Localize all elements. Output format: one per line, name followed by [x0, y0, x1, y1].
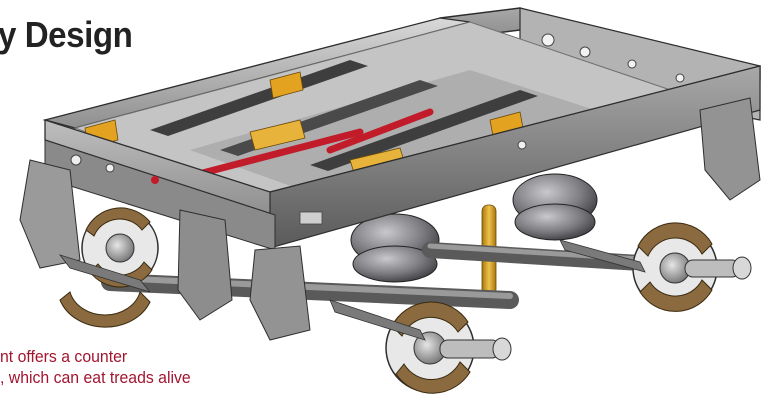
crossmember-1 — [150, 60, 368, 136]
brake-assembly-front-right — [385, 301, 512, 394]
caption-line-2: , which can eat treads alive — [0, 368, 191, 387]
page-title: y Design — [0, 14, 133, 55]
axle-front — [101, 273, 519, 309]
brake-shoe-front-left — [59, 291, 151, 328]
red-torque-rod-1 — [191, 128, 364, 179]
caption-text: nt offers a counter , which can eat trea… — [0, 346, 191, 388]
crossmember-3 — [310, 90, 538, 171]
brake-assembly-rear-right — [632, 222, 752, 312]
caption-line-1: nt offers a counter — [0, 347, 128, 366]
red-torque-rod-2 — [326, 108, 434, 154]
